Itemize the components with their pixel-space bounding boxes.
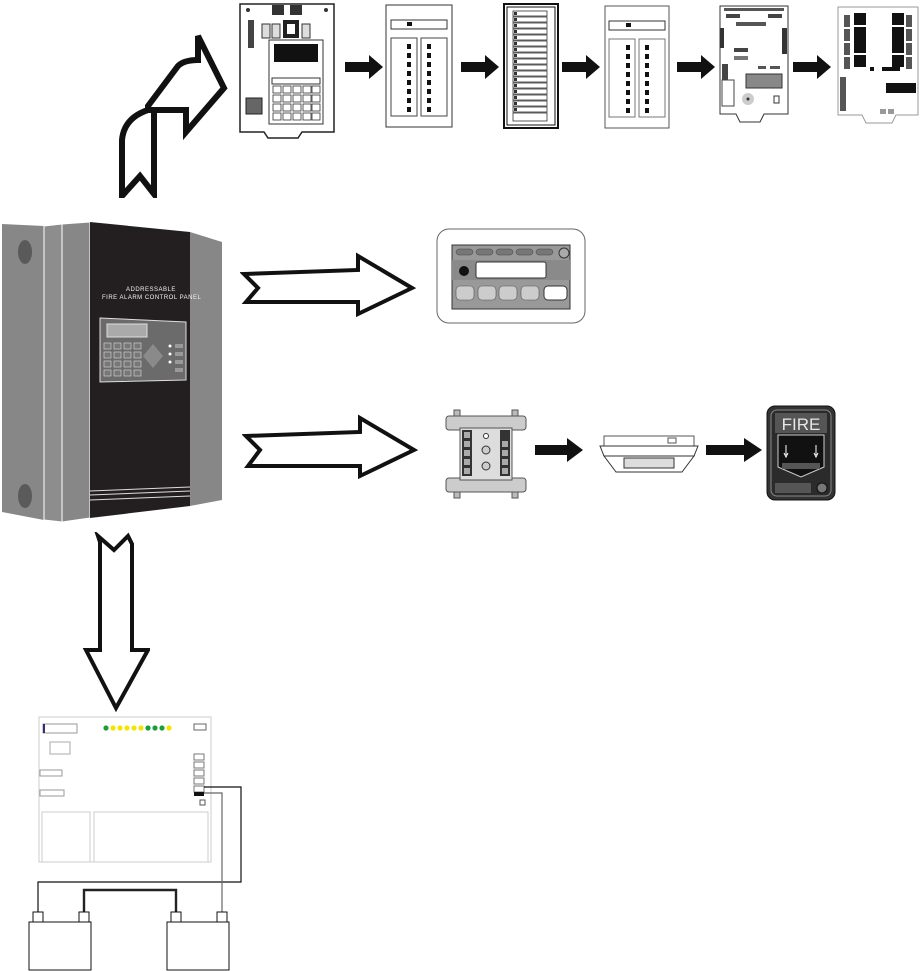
- status-led: [103, 725, 108, 730]
- addressable-smoke-detector: [598, 432, 700, 476]
- remote-annunciator-keypad: [436, 228, 586, 324]
- relay-module-board: [836, 5, 920, 127]
- zone-label-card: [503, 3, 559, 129]
- arrow-right-4: [677, 55, 717, 79]
- fire-label: FIRE: [782, 415, 821, 434]
- led-zone-annunciator-2: [604, 5, 670, 129]
- led-zone-annunciator: [385, 4, 453, 128]
- expansion-circuit-board: [718, 4, 790, 126]
- fire-alarm-control-panel: ADDRESSABLE FIRE ALARM CONTROL PANEL: [0, 210, 226, 526]
- arrow-right-1: [345, 55, 385, 79]
- arrow-right-5: [793, 55, 833, 79]
- battery-2: [167, 912, 229, 970]
- arrow-right-7: [706, 438, 764, 462]
- status-led: [117, 725, 122, 730]
- arrow-to-loop-devices: [242, 414, 418, 484]
- status-led: [138, 725, 143, 730]
- status-led: [166, 725, 171, 730]
- panel-label-line1: ADDRESSABLE: [126, 287, 176, 293]
- status-led: [131, 725, 136, 730]
- arrow-to-annunciator: [240, 248, 416, 318]
- arrow-to-power-supply: [80, 532, 150, 712]
- arrow-right-2: [461, 55, 501, 79]
- manual-call-point: FIRE: [766, 405, 836, 501]
- status-led: [159, 725, 164, 730]
- arrow-right-6: [535, 438, 585, 462]
- panel-label-line2: FIRE ALARM CONTROL PANEL: [102, 295, 202, 301]
- curved-arrow-to-modules: [108, 28, 228, 198]
- battery-1: [29, 912, 91, 970]
- status-led: [110, 725, 115, 730]
- power-supply-board: [20, 712, 250, 971]
- addressable-io-module: [444, 408, 528, 500]
- status-led: [145, 725, 150, 730]
- main-control-board: [238, 2, 336, 142]
- arrow-right-3: [562, 55, 602, 79]
- status-led: [124, 725, 129, 730]
- status-led: [152, 725, 157, 730]
